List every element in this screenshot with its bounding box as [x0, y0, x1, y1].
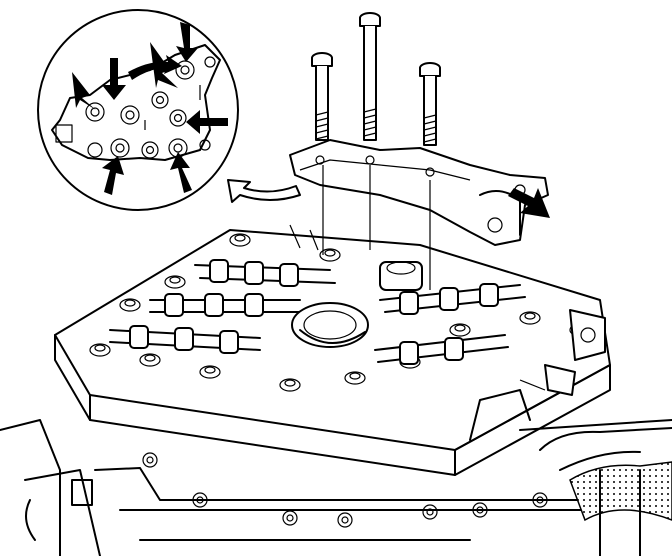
transmission-case [0, 419, 672, 556]
inset-arrow-8 [128, 55, 182, 80]
inset-arrow-6 [102, 156, 124, 195]
inset-arrow-2 [102, 58, 126, 100]
bolt-left [311, 52, 333, 141]
plate-arrow-icon [508, 188, 550, 218]
inset-arrow-1 [72, 72, 96, 110]
spacer-plate [289, 139, 549, 290]
inset-arrows [72, 22, 228, 195]
detail-inset [37, 9, 239, 211]
mounting-bolts [311, 12, 441, 146]
inset-arrow-5 [186, 110, 228, 134]
curved-arrow-icon [227, 179, 301, 203]
bolt-middle [359, 12, 381, 141]
inset-arrow-4 [176, 22, 198, 62]
inset-arrow-7 [170, 152, 192, 193]
valve-body [54, 224, 611, 476]
bolt-right [419, 62, 441, 146]
